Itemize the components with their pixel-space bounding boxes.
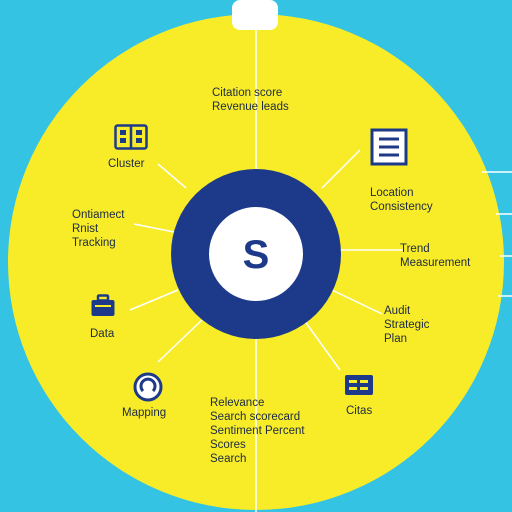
spoke-upper-right [321, 149, 361, 189]
node-lower-right-line: Strategic [384, 319, 430, 331]
spoke-lower-left [129, 289, 179, 311]
node-lower-left-label: Data [90, 328, 115, 340]
node-bottom-line: Sentiment Percent [210, 425, 305, 437]
node-top-line: Revenue leads [212, 101, 289, 113]
node-right-line: Trend [400, 243, 430, 255]
node-lower-right: Audit Strategic Plan [384, 304, 429, 346]
node-upper-right-line: Consistency [370, 201, 433, 213]
node-top: Citation score Revenue leads [212, 86, 289, 114]
node-bottom-left-label: Mapping [122, 407, 167, 419]
document-list-icon [370, 128, 408, 166]
spoke-upper-left [157, 163, 187, 189]
target-icon [133, 372, 163, 402]
node-right-line: Measurement [400, 257, 471, 269]
node-bottom-line: Scores [210, 439, 246, 451]
node-bottom: Relevance Search scorecard Sentiment Per… [210, 396, 305, 466]
briefcase-icon [91, 294, 115, 316]
node-left-line: Tracking [72, 237, 116, 249]
node-left-line: Ontiamect [72, 209, 125, 221]
node-upper-left-label: Cluster [108, 158, 145, 170]
top-tab [232, 0, 278, 30]
grid-window-icon [114, 124, 148, 150]
node-upper-right: Location Consistency [370, 186, 433, 214]
node-bottom-line: Search [210, 453, 247, 465]
hub-letter: S [242, 232, 270, 277]
node-right: Trend Measurement [400, 242, 470, 270]
node-top-line: Citation score [212, 87, 283, 99]
node-left: Ontiamect Rnist Tracking [72, 208, 124, 250]
node-lower-right-line: Plan [384, 333, 408, 345]
node-bottom-line: Search scorecard [210, 411, 301, 423]
node-lower-right-line: Audit [384, 305, 411, 317]
node-upper-right-line: Location [370, 187, 414, 199]
node-left-line: Rnist [72, 223, 99, 235]
node-bottom-right-label: Citas [346, 405, 373, 417]
hub-inner [209, 207, 303, 301]
spoke-bottom-left [157, 317, 205, 363]
node-bottom-line: Relevance [210, 397, 265, 409]
spoke-lower-right [331, 289, 383, 315]
spoke-left [133, 223, 175, 233]
chart-card-icon [345, 375, 373, 395]
spoke-bottom-right [303, 319, 341, 371]
